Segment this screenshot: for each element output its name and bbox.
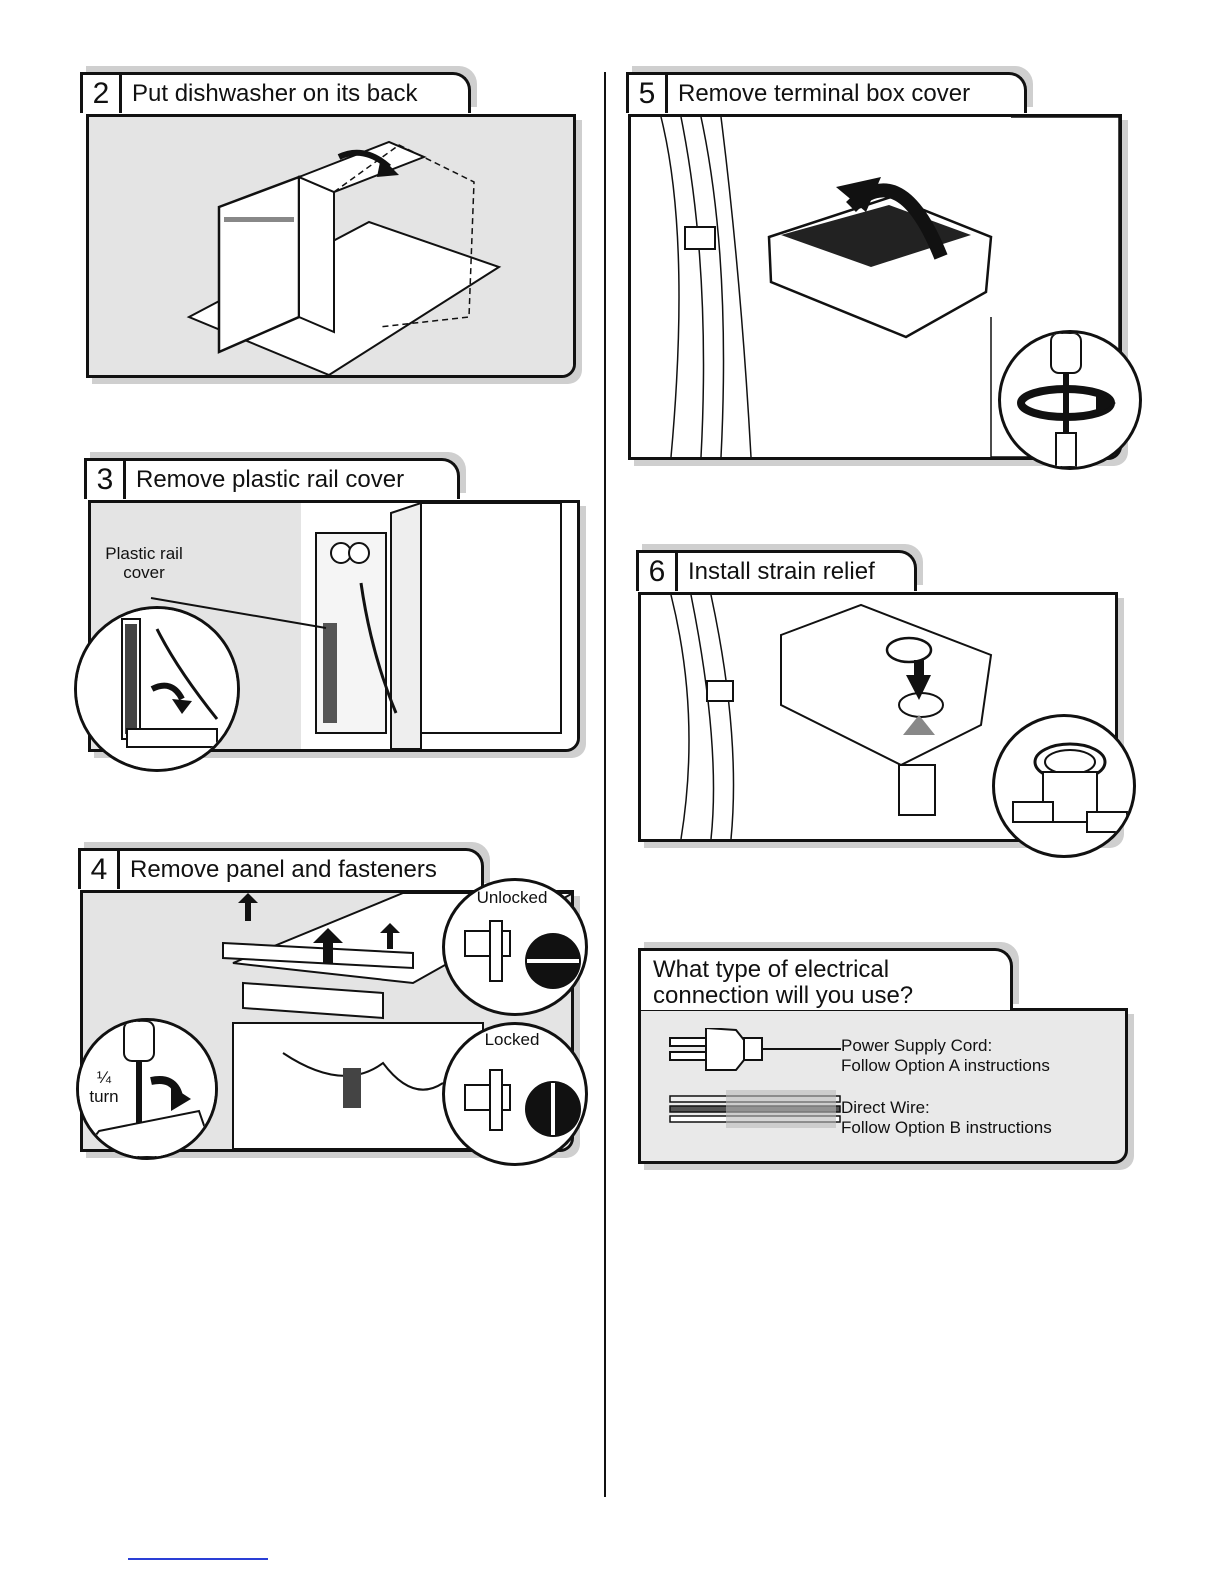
step-title: Install strain relief [678, 553, 887, 591]
step-title: Remove terminal box cover [668, 75, 982, 113]
step-number: 2 [83, 75, 122, 113]
unlocked-label: Unlocked [472, 888, 552, 907]
option-a-text: Power Supply Cord: Follow Option A instr… [841, 1036, 1050, 1076]
quarter-turn-label: ¼ turn [84, 1068, 124, 1106]
step-title: Put dishwasher on its back [122, 75, 429, 113]
step-number: 3 [87, 461, 126, 499]
option-b-text: Direct Wire: Follow Option B instruction… [841, 1098, 1052, 1138]
step-number: 4 [81, 851, 120, 889]
screwdriver-icon [1051, 333, 1081, 373]
step-title: Remove plastic rail cover [126, 461, 416, 499]
dishwasher-on-back-illustration [89, 117, 573, 375]
step-number: 6 [639, 553, 678, 591]
step-2-panel: 2 Put dishwasher on its back [80, 72, 580, 382]
rail-cover-callout: Plastic rail cover [96, 544, 192, 582]
electrical-question: What type of electrical connection will … [638, 948, 1013, 1010]
step-number: 5 [629, 75, 668, 113]
strain-relief-detail [992, 714, 1136, 858]
rail-cover-detail [74, 606, 240, 772]
footer-link[interactable] [128, 1558, 268, 1560]
screw-detail [998, 330, 1142, 470]
locked-label: Locked [472, 1030, 552, 1049]
wire-icon [670, 1090, 840, 1128]
plug-icon [670, 1028, 841, 1070]
electrical-connection-panel: What type of electrical connection will … [630, 940, 1130, 1165]
screwdriver-icon [124, 1021, 154, 1061]
column-divider [604, 72, 606, 1497]
step-title: Remove panel and fasteners [120, 851, 449, 889]
